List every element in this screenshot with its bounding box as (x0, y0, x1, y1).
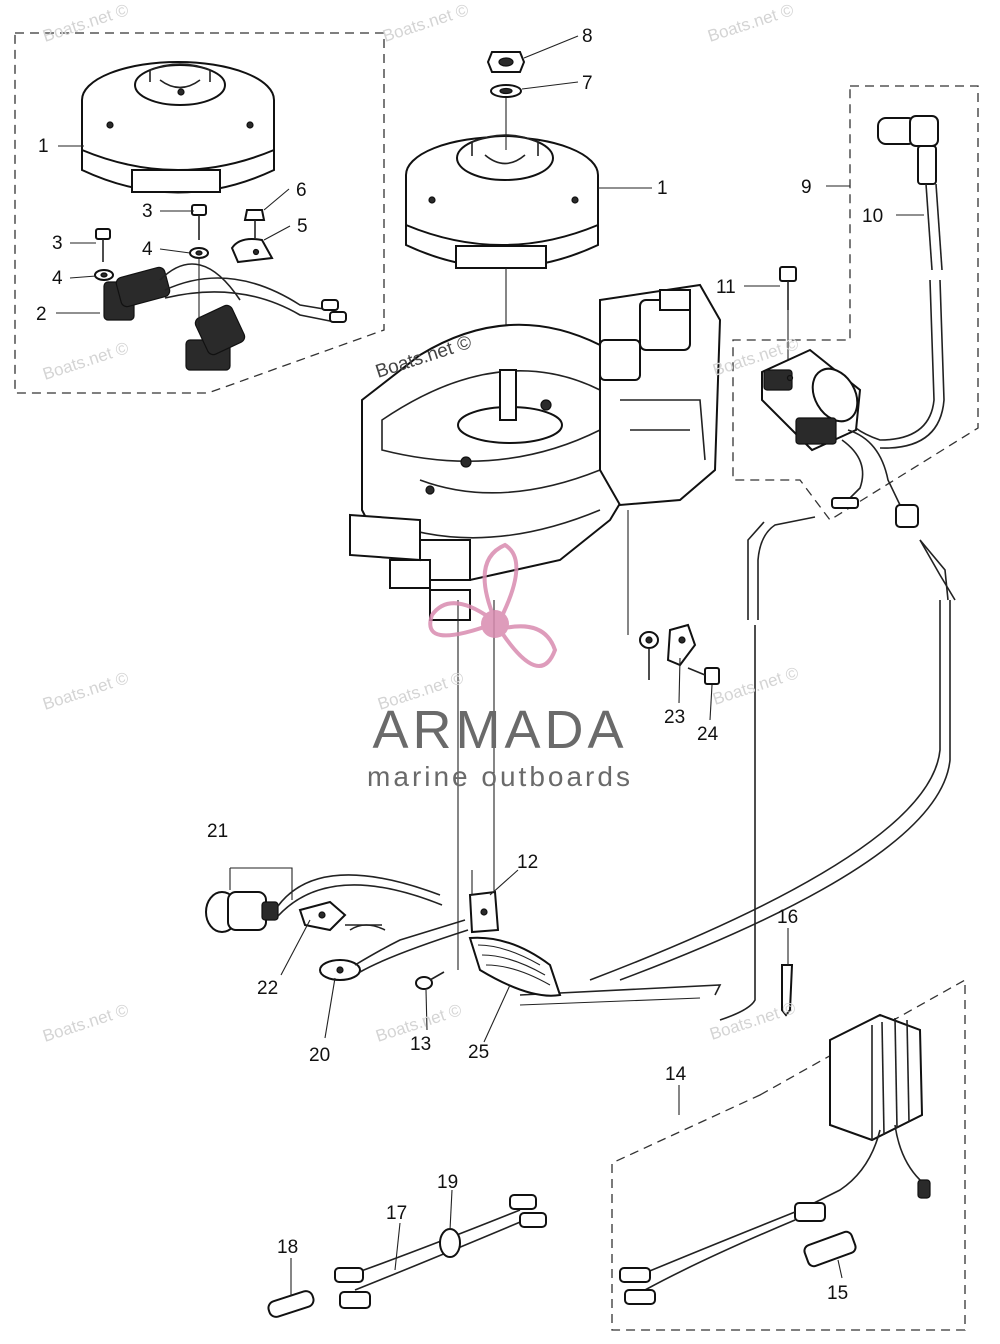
callout-11: 11 (716, 277, 736, 298)
callout-2: 2 (36, 304, 47, 325)
ignition-coil (761, 348, 919, 528)
callout-9: 9 (801, 177, 812, 198)
stop-switch (205, 874, 443, 933)
flywheel-kit (81, 61, 275, 194)
harness-clip (457, 600, 500, 970)
callout-5: 5 (297, 216, 308, 237)
coil-bolt (779, 266, 797, 380)
wire-clamp (230, 209, 274, 264)
watermark-site: Boats.net © (707, 998, 798, 1044)
spark-plug-cap (877, 115, 939, 185)
callout-3-lower: 3 (52, 233, 63, 254)
group-box-ignition-coil (732, 85, 979, 521)
propeller-icon (428, 542, 558, 668)
group-box-stator-kit (14, 32, 385, 394)
protective-sleeve (468, 936, 562, 997)
flywheel-washer (490, 84, 522, 98)
callout-19: 19 (437, 1172, 458, 1193)
callout-15: 15 (827, 1283, 848, 1304)
callout-3-upper: 3 (142, 201, 153, 222)
callout-7: 7 (582, 73, 593, 94)
callout-12: 12 (517, 852, 538, 873)
callout-17: 17 (386, 1203, 407, 1224)
callout-18: 18 (277, 1237, 298, 1258)
callout-leaders (56, 35, 924, 1296)
stator-coil-assembly (103, 263, 347, 371)
callout-24: 24 (697, 724, 719, 745)
grommet (439, 1228, 461, 1258)
flywheel-main (405, 134, 599, 269)
watermark-site: Boats.net © (40, 1000, 131, 1046)
connector-sleeve (267, 1290, 315, 1318)
callout-4-lower: 4 (52, 268, 63, 289)
brand-tagline: marine outboards (367, 761, 633, 792)
callout-25: 25 (468, 1042, 489, 1063)
watermark-site: Boats.net © (705, 0, 796, 46)
watermark-site: Boats.net © (40, 338, 131, 384)
extension-harness (334, 1194, 547, 1309)
callout-6: 6 (296, 180, 307, 201)
callout-labels: 1 1 2 3 3 4 4 5 6 7 8 9 10 11 12 13 14 1… (36, 26, 883, 1304)
rectifier-regulator (619, 1013, 931, 1305)
lanyard-clip (298, 900, 386, 932)
armada-logo: ARMADA marine outboards (367, 542, 633, 792)
watermark-site: Boats.net © (380, 0, 471, 46)
callout-16: 16 (777, 907, 798, 928)
powerhead-assembly (349, 283, 722, 621)
ground-lead (627, 510, 720, 685)
callout-4-upper: 4 (142, 239, 153, 260)
callout-14: 14 (665, 1064, 687, 1085)
harness-screw (415, 971, 445, 990)
callout-13: 13 (410, 1034, 431, 1055)
lanyard-plate (319, 919, 469, 981)
callout-22: 22 (257, 978, 278, 999)
brand-name: ARMADA (372, 700, 627, 760)
watermark-site: Boats.net © (710, 663, 801, 709)
fuse (803, 1230, 857, 1268)
callout-10: 10 (862, 206, 883, 227)
callout-1-right: 1 (657, 178, 668, 199)
callout-21: 21 (207, 821, 228, 842)
callout-20: 20 (309, 1045, 330, 1066)
callout-8: 8 (582, 26, 593, 47)
watermark-site: Boats.net © (40, 0, 131, 46)
flywheel-nut (486, 51, 526, 73)
group-box-rectifier (611, 978, 966, 1331)
fuse-clip (781, 964, 794, 1017)
harness-routing-lines (519, 516, 956, 1021)
watermark-site: Boats.net © (40, 668, 131, 714)
callout-23: 23 (664, 707, 685, 728)
callout-1-left: 1 (38, 136, 49, 157)
